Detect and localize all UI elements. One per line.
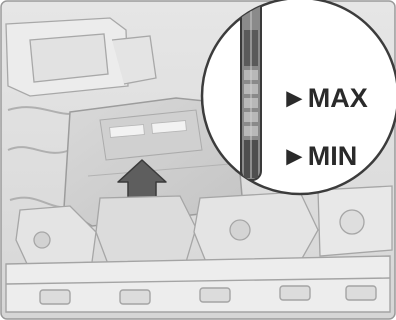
- dipstick-detail-callout: ►MAX ►MIN: [202, 0, 396, 194]
- dipstick-blade: [241, 0, 261, 180]
- min-marker-label: ►MIN: [281, 141, 357, 171]
- front-panel: [6, 256, 390, 312]
- max-marker-label: ►MAX: [281, 83, 368, 113]
